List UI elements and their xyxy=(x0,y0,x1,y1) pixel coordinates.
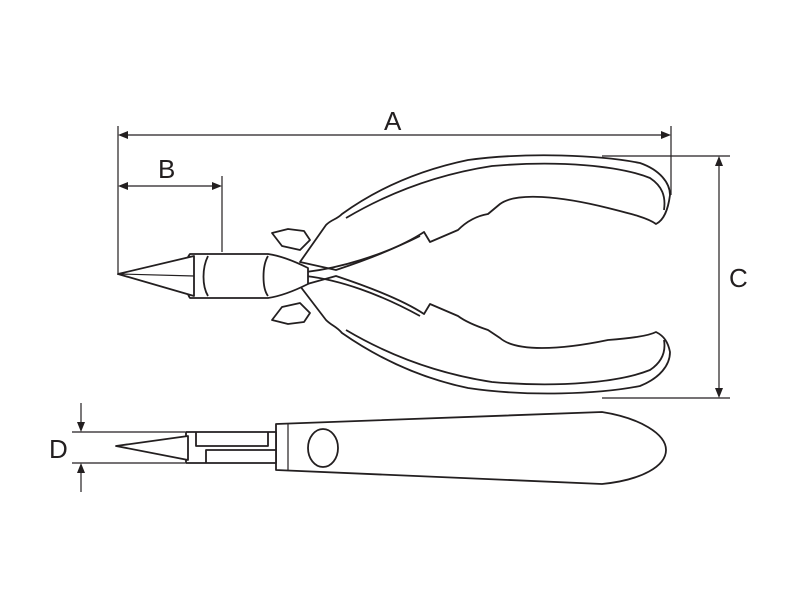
lower-handle xyxy=(299,275,671,395)
dimension-label-b: B xyxy=(158,154,176,184)
jaw-seam xyxy=(119,273,195,277)
side-joint-detail xyxy=(195,432,276,463)
arrowhead xyxy=(118,182,128,190)
arrowhead xyxy=(715,156,723,166)
dimension-label-d: D xyxy=(49,434,68,464)
lower-stop xyxy=(271,302,311,325)
arrowhead xyxy=(212,182,222,190)
dimension-a xyxy=(117,126,672,275)
arrowhead xyxy=(77,463,85,473)
dimension-d xyxy=(72,403,185,492)
pivot-detail xyxy=(202,255,269,297)
side-rivet xyxy=(307,428,339,468)
upper-handle-grip-line xyxy=(345,162,666,219)
arrowhead xyxy=(715,388,723,398)
pliers-top-view xyxy=(117,154,671,395)
arrowhead xyxy=(77,422,85,432)
dimension-c xyxy=(602,155,730,399)
arrowhead xyxy=(661,131,671,139)
lower-handle-grip-line xyxy=(345,329,666,386)
upper-handle xyxy=(299,154,671,271)
side-jaws xyxy=(115,435,189,461)
side-handle xyxy=(275,411,667,485)
dimension-b xyxy=(118,176,223,252)
pliers-side-view xyxy=(115,411,667,485)
dimension-label-c: C xyxy=(729,263,748,293)
arrowhead xyxy=(118,131,128,139)
dimension-label-a: A xyxy=(384,106,402,136)
upper-stop xyxy=(271,228,311,251)
return-spring xyxy=(305,235,421,317)
side-head xyxy=(185,431,277,464)
